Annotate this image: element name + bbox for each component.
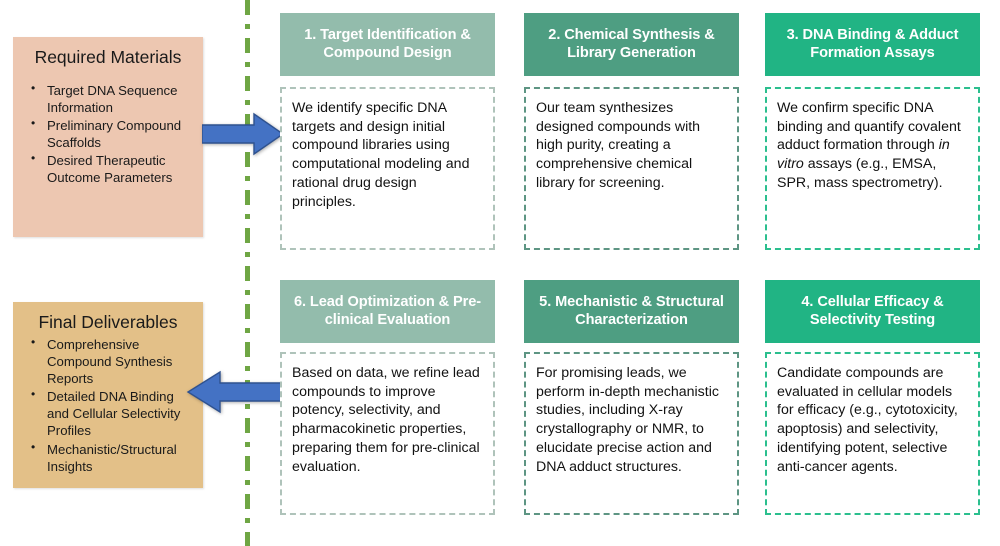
step-4-header[interactable]: 4. Cellular Efficacy & Selectivity Testi…	[765, 280, 980, 343]
final-deliverables-list: Comprehensive Compound Synthesis Reports…	[21, 335, 195, 475]
required-materials-list: Target DNA Sequence Information Prelimin…	[21, 81, 195, 187]
step-2-body: Our team synthesizes designed compounds …	[524, 87, 739, 250]
step-5-header[interactable]: 5. Mechanistic & Structural Characteriza…	[524, 280, 739, 343]
required-materials-title: Required Materials	[34, 47, 182, 67]
step-3-body-pre: We confirm specific DNA binding and quan…	[777, 100, 961, 154]
step-3-body-post: assays (e.g., EMSA, SPR, mass spectromet…	[777, 156, 943, 191]
final-deliverables-panel: Final Deliverables Comprehensive Compoun…	[13, 302, 203, 488]
step-5-body: For promising leads, we perform in-depth…	[524, 352, 739, 515]
step-6-header[interactable]: 6. Lead Optimization & Pre-clinical Eval…	[280, 280, 495, 343]
list-item: Detailed DNA Binding and Cellular Select…	[31, 387, 191, 439]
required-materials-panel: Required Materials Target DNA Sequence I…	[13, 37, 203, 237]
step-1-header[interactable]: 1. Target Identification & Compound Desi…	[280, 13, 495, 76]
list-item: Target DNA Sequence Information	[31, 81, 191, 116]
output-arrow-left-icon	[186, 370, 284, 414]
list-item: Preliminary Compound Scaffolds	[31, 116, 191, 151]
final-deliverables-title: Final Deliverables	[38, 312, 178, 332]
list-item: Comprehensive Compound Synthesis Reports	[31, 335, 191, 387]
step-3-body: We confirm specific DNA binding and quan…	[765, 87, 980, 250]
input-arrow-right-icon	[202, 112, 284, 156]
step-3-header[interactable]: 3. DNA Binding & Adduct Formation Assays	[765, 13, 980, 76]
step-6-body: Based on data, we refine lead compounds …	[280, 352, 495, 515]
step-1-body: We identify specific DNA targets and des…	[280, 87, 495, 250]
list-item: Desired Therapeutic Outcome Parameters	[31, 151, 191, 186]
list-item: Mechanistic/Structural Insights	[31, 440, 191, 475]
step-3-body-emphasis: in vitro	[777, 137, 950, 173]
step-2-header[interactable]: 2. Chemical Synthesis & Library Generati…	[524, 13, 739, 76]
vertical-divider-line	[245, 0, 250, 546]
step-4-body: Candidate compounds are evaluated in cel…	[765, 352, 980, 515]
